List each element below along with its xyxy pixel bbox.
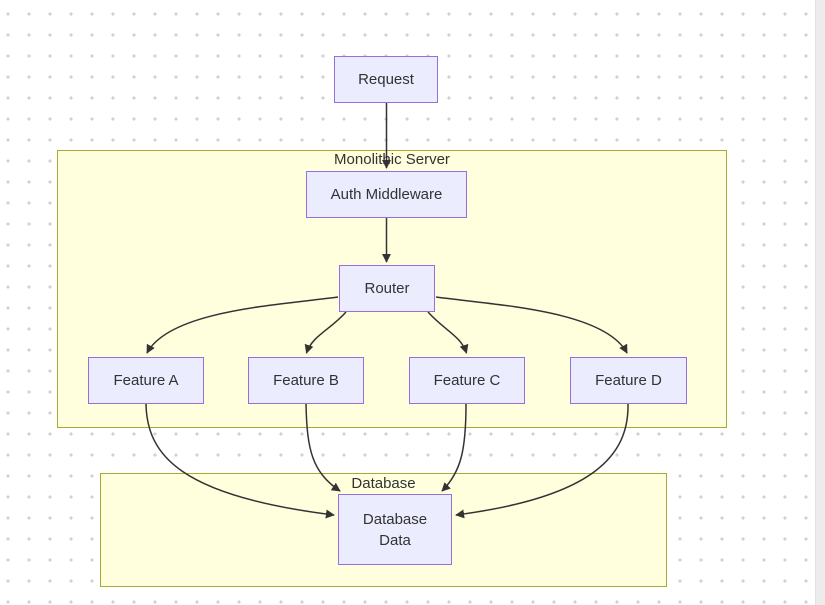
edge-feature-a-database [145, 403, 335, 519]
edge-router-feature-d [435, 296, 628, 354]
node-feature-b: Feature B [248, 357, 364, 404]
node-feature-d: Feature D [570, 357, 687, 404]
node-feature-c-label: Feature C [433, 372, 501, 389]
node-database-data-label-line2: Data [379, 531, 411, 549]
node-router-label: Router [364, 280, 410, 297]
node-request-label: Request [358, 71, 414, 88]
node-feature-b-label: Feature B [273, 372, 339, 389]
node-feature-a: Feature A [88, 357, 204, 404]
node-feature-c: Feature C [409, 357, 525, 404]
node-auth-middleware: Auth Middleware [306, 171, 467, 218]
node-router: Router [339, 265, 435, 312]
node-auth-middleware-label: Auth Middleware [330, 186, 443, 203]
edge-router-feature-c [427, 311, 469, 354]
edge-feature-b-database [305, 403, 341, 492]
vertical-scrollbar[interactable] [815, 0, 825, 605]
edge-router-feature-b [304, 311, 347, 354]
edge-feature-d-database [455, 403, 629, 519]
node-request: Request [334, 56, 438, 103]
node-database-data-label-line1: Database [362, 510, 428, 528]
node-database-data: Database Data [338, 494, 452, 565]
node-feature-a-label: Feature A [113, 372, 179, 389]
node-feature-d-label: Feature D [595, 372, 662, 389]
edge-feature-c-database [441, 403, 467, 492]
edge-router-feature-a [146, 296, 339, 354]
